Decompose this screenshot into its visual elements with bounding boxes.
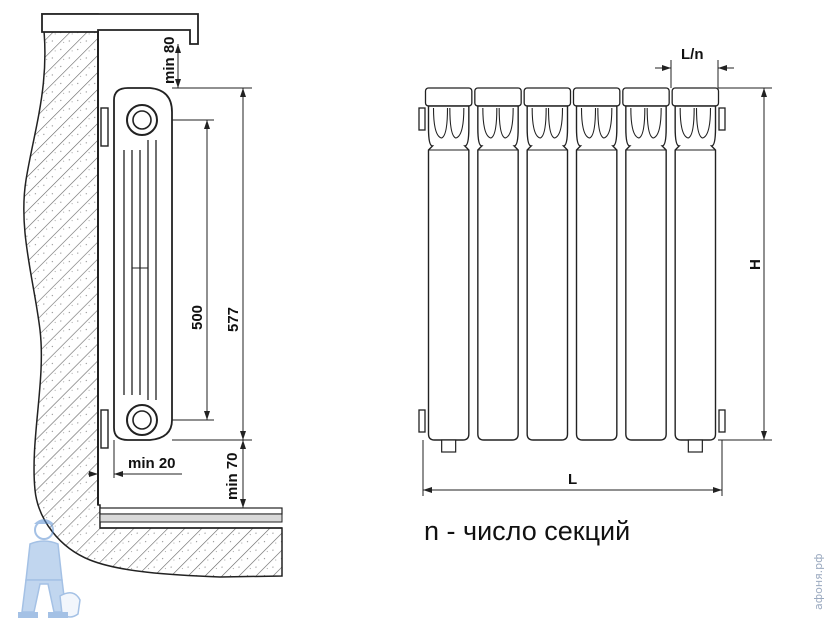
section-lobe-left: [679, 107, 695, 139]
section-lobe-left: [630, 107, 646, 139]
dimension-height: H: [718, 87, 772, 441]
section-lobe-left: [531, 107, 547, 139]
section-top-header: [572, 87, 621, 107]
left-foot: [441, 439, 457, 453]
axis-distance-label: 500: [189, 305, 206, 330]
plumber-mascot-icon: [18, 519, 81, 618]
radiator-side-profile: [113, 87, 173, 441]
section-top-header: [474, 87, 522, 107]
lower-bracket: [100, 409, 109, 449]
right-cap-top: [718, 107, 726, 131]
right-foot: [687, 439, 703, 453]
section-top-header: [523, 87, 572, 107]
radiator-section: [572, 87, 621, 441]
section-body: [575, 105, 618, 441]
section-lobe-right: [449, 107, 465, 139]
upper-bracket: [100, 107, 109, 147]
section-lobe-right: [695, 107, 712, 139]
section-body: [477, 105, 519, 441]
min-wall-label: min 20: [128, 455, 176, 472]
section-top-header: [622, 87, 670, 107]
section-lobe-right: [597, 107, 613, 139]
left-cap-bottom: [418, 409, 426, 433]
dimension-min-floor: min 70: [224, 440, 246, 508]
height-label: H: [747, 259, 764, 270]
floor-covering: [99, 507, 283, 529]
section-lobe-right: [498, 107, 514, 139]
radiator-section: [474, 87, 522, 441]
overall-height-label: 577: [225, 307, 242, 332]
right-cap-bottom: [718, 409, 726, 433]
radiator-section: [523, 87, 572, 441]
side-view: min 80 500 577 min 20 min 70: [23, 13, 283, 578]
left-cap-top: [418, 107, 426, 131]
dimension-min-top: min 80: [161, 36, 181, 88]
watermark-text: афоня.рф: [812, 553, 825, 610]
section-body: [526, 105, 569, 441]
radiator-sections: [418, 87, 726, 453]
window-sill: [41, 13, 199, 45]
legend-text: n - число секций: [424, 516, 630, 546]
section-width-label: L/n: [681, 46, 704, 63]
section-lobe-left: [432, 107, 449, 139]
radiator-section: [424, 87, 473, 441]
radiator-section: [671, 87, 720, 441]
radiator-section: [622, 87, 670, 441]
section-body: [625, 105, 667, 441]
dimension-length: L: [422, 440, 723, 496]
section-top-header: [671, 87, 720, 107]
dimension-section-width: L/n: [655, 46, 734, 88]
dimension-axis-distance: 500: [189, 120, 210, 420]
length-label: L: [568, 471, 577, 488]
wall-section: [23, 13, 283, 578]
dimension-overall-height: 577: [225, 88, 246, 440]
dimension-min-wall: min 20: [88, 440, 182, 478]
section-body: [674, 105, 717, 441]
front-view: L/n H L: [418, 46, 772, 496]
min-floor-label: min 70: [224, 452, 241, 500]
section-lobe-left: [580, 107, 597, 139]
section-lobe-right: [646, 107, 662, 139]
section-lobe-left: [482, 107, 498, 139]
section-top-header: [424, 87, 473, 107]
min-top-label: min 80: [161, 36, 178, 84]
section-body: [427, 105, 470, 441]
section-lobe-right: [547, 107, 564, 139]
